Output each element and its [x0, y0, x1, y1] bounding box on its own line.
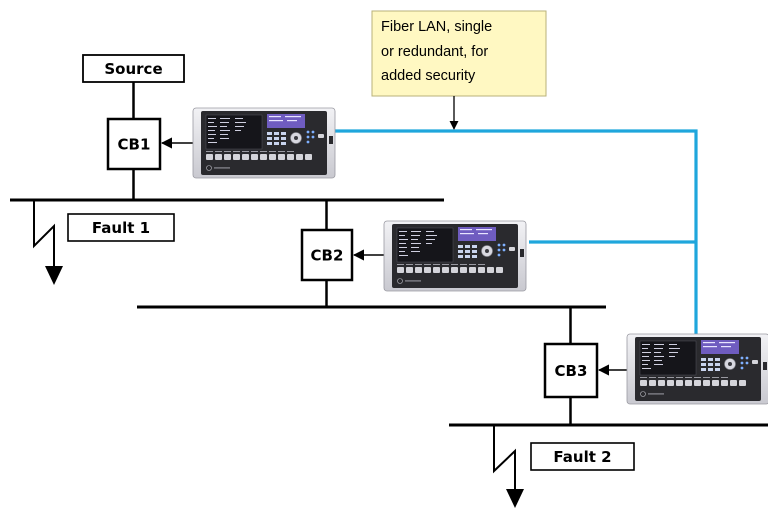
source-node: Source [82, 54, 185, 119]
callout-box [371, 10, 547, 97]
fault-1: Fault 1 [33, 200, 175, 285]
callout-line-2: or redundant, for [381, 44, 488, 60]
fault-2: Fault 2 [493, 425, 635, 508]
fault-2-box [530, 442, 635, 471]
cb3-label: CB3 [555, 362, 588, 380]
breaker-cb3: CB3 [543, 342, 599, 399]
fiber-lan-callout: Fiber LAN, single or redundant, for adde… [371, 10, 547, 130]
callout-line-3: added security [381, 68, 476, 84]
lightning-fault-icon [493, 425, 516, 493]
protection-relay-icon [192, 107, 336, 179]
breaker-cb1: CB1 [106, 117, 162, 200]
cb1-box [106, 117, 162, 171]
fault-2-label: Fault 2 [553, 448, 611, 466]
relay-2 [383, 220, 527, 292]
cb2-label: CB2 [311, 247, 344, 265]
relay-3 [626, 333, 768, 405]
protection-relay-icon [383, 220, 527, 292]
cb1-label: CB1 [118, 136, 151, 154]
lightning-fault-icon [33, 200, 55, 272]
source-box [82, 54, 185, 83]
fault-1-box [67, 213, 175, 242]
fault-1-arrowhead [45, 266, 63, 285]
fault-1-label: Fault 1 [92, 219, 150, 237]
fault-2-arrowhead [506, 489, 524, 508]
protection-relay-icon [626, 333, 768, 405]
source-label: Source [104, 60, 162, 78]
callout-line-1: Fiber LAN, single [381, 19, 492, 35]
relay-1 [192, 107, 336, 179]
breaker-cb2: CB2 [300, 228, 354, 282]
